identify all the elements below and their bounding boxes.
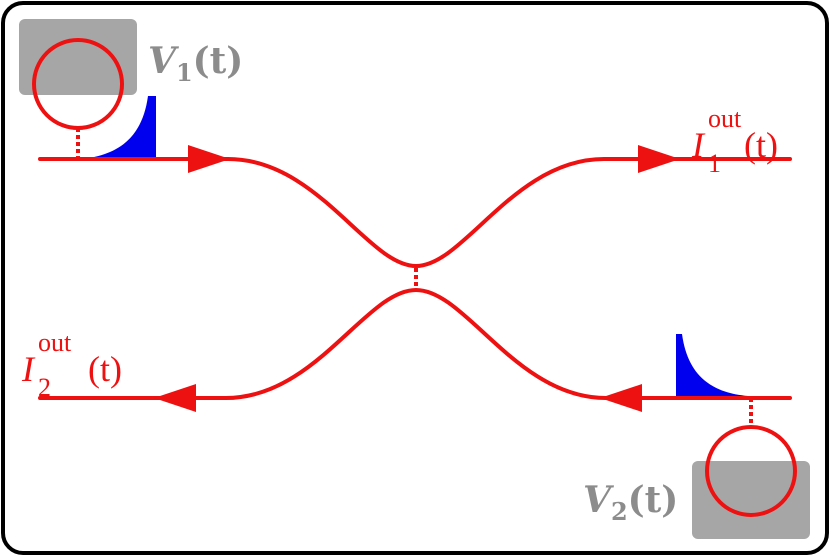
qubit-box-1 [19, 19, 137, 95]
label-v2: V2(t) [583, 479, 678, 526]
emitted-pulse-2 [676, 334, 748, 396]
arrow-upper-left [188, 145, 230, 173]
arrow-upper-right [638, 145, 680, 173]
label-v1: V1(t) [148, 40, 243, 87]
emitted-pulse-1 [82, 96, 156, 159]
arrow-lower-right [600, 384, 642, 412]
waveguide-upper [38, 157, 792, 269]
arrow-lower-left [154, 384, 196, 412]
waveguide-lower [38, 287, 792, 400]
qubit-box-2 [692, 461, 810, 539]
